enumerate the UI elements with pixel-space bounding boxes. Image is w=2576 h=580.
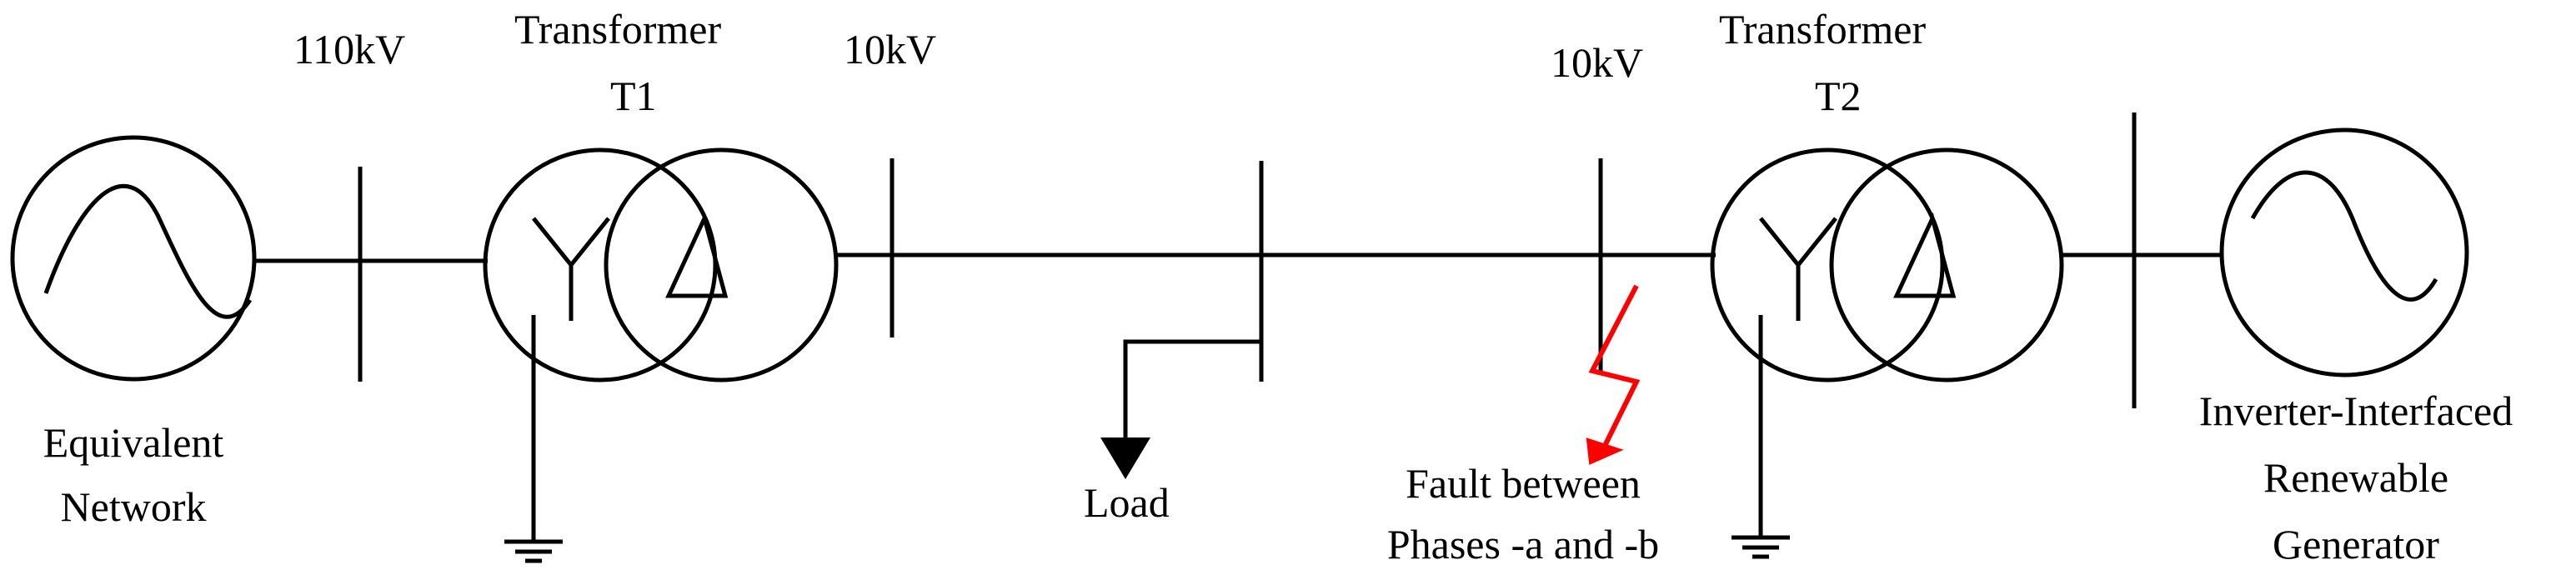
renewable-generator: [2219, 128, 2469, 378]
t1-secondary-winding: [604, 148, 839, 382]
label-gen-line1: Inverter-Interfaced: [2199, 388, 2513, 434]
load-branch: [1100, 339, 1261, 479]
equivalent-network-source: [10, 135, 257, 382]
label-t2-title: Transformer: [1719, 6, 1926, 52]
t1-delta-icon: [665, 212, 729, 298]
t2-delta-icon: [1893, 212, 1957, 298]
fault-arrow-icon: [1586, 438, 1624, 465]
t1-ground-icon: [504, 539, 563, 563]
generator-sine-icon: [2250, 170, 2438, 302]
label-fault-line2: Phases -a and -b: [1387, 521, 1659, 568]
label-source-line1: Equivalent: [43, 419, 224, 466]
t1-wye-icon: [532, 217, 610, 321]
label-t1-id: T1: [610, 72, 657, 119]
label-t2-id: T2: [1815, 72, 1862, 119]
t2-primary-winding: [1710, 148, 1945, 382]
label-source-line2: Network: [61, 483, 207, 530]
label-t1-title: Transformer: [514, 6, 721, 52]
t2-secondary-winding: [1829, 148, 2064, 382]
label-10kv-left: 10kV: [844, 26, 936, 72]
label-10kv-right: 10kV: [1551, 39, 1643, 86]
load-arrow-icon: [1100, 438, 1150, 479]
transformer-t1: [483, 148, 839, 563]
label-gen-line3: Generator: [2273, 521, 2439, 568]
generator-circle: [2219, 128, 2469, 378]
label-110kv: 110kV: [293, 26, 405, 72]
label-load: Load: [1084, 479, 1170, 526]
fault-lightning-icon: [1588, 284, 1641, 448]
transformer-t2: [1710, 148, 2064, 559]
t2-wye-icon: [1759, 217, 1837, 321]
fault-symbol: [1586, 284, 1641, 465]
label-gen-line2: Renewable: [2263, 454, 2448, 501]
label-fault-line1: Fault between: [1406, 460, 1641, 507]
t2-ground-icon: [1732, 535, 1790, 559]
sine-wave-icon: [43, 183, 253, 319]
source-circle: [10, 135, 257, 382]
